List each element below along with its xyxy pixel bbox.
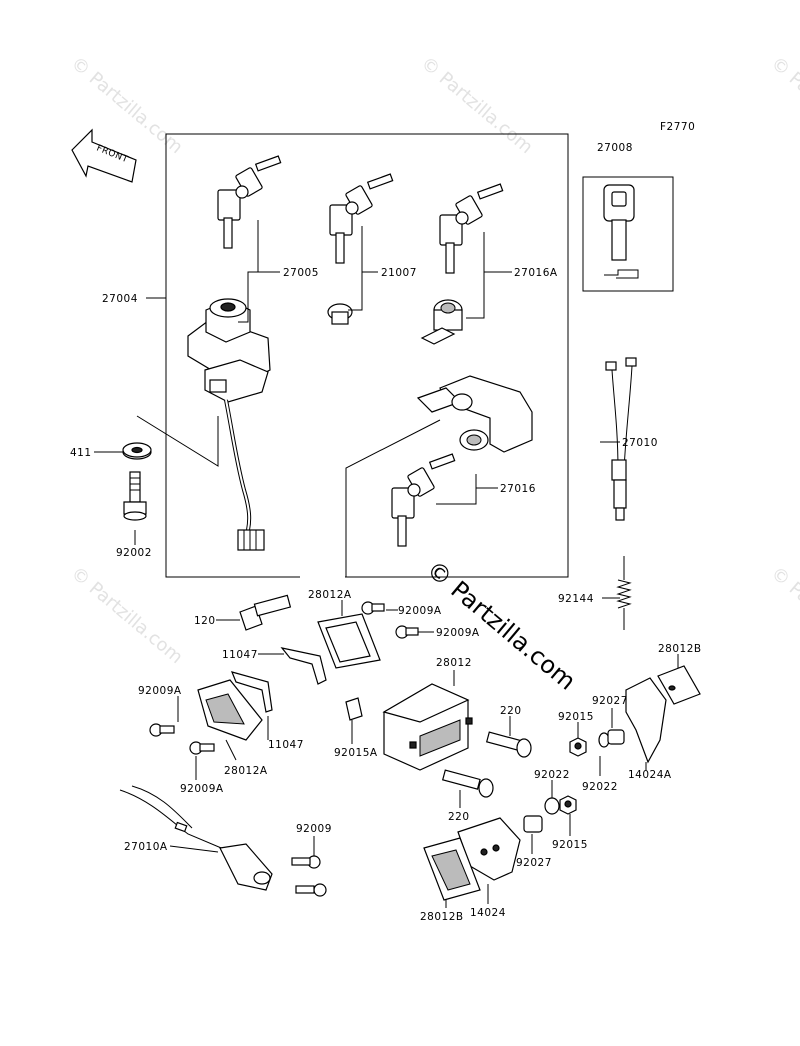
part-label: 27004 (102, 293, 138, 305)
screw-92009A (189, 741, 215, 755)
screw-92009A (395, 625, 419, 639)
front-arrow-icon: FRONT (71, 128, 137, 183)
screw-92009A (149, 723, 175, 737)
watermark-center: © Partzilla.com (421, 555, 581, 695)
part-label: 28012B (658, 643, 702, 655)
part-label: 27010 (622, 437, 658, 449)
part-label: 120 (194, 615, 216, 627)
part-label: 92027 (516, 857, 552, 869)
nut-92015 (569, 737, 587, 757)
nut-92015 (559, 795, 577, 815)
collar-92027 (607, 729, 625, 745)
bolt-120 (239, 594, 292, 631)
collar-92027 (523, 815, 543, 833)
watermarks: © Partzilla.com © Partzilla.com © Partzi… (67, 53, 800, 696)
bolt-220 (441, 769, 494, 798)
part-label: 27016 (500, 483, 536, 495)
washer-411 (122, 442, 152, 460)
part-label: 220 (500, 705, 522, 717)
washer-92022 (544, 797, 560, 815)
part-label: 92022 (534, 769, 570, 781)
part-label: 92009 (296, 823, 332, 835)
part-label: 92027 (592, 695, 628, 707)
key-set-27005 (217, 155, 282, 249)
part-label: 92009A (436, 627, 480, 639)
part-label: 27008 (597, 142, 633, 154)
screw-92009 (291, 855, 321, 869)
part-labels: 27008 27005 21007 27016A 27004 27010 411… (70, 142, 702, 923)
ignition-switch (187, 298, 271, 551)
part-label: 14024 (470, 907, 506, 919)
part-label: 28012A (308, 589, 352, 601)
part-label: 92015A (334, 747, 378, 759)
part-label: 27010A (124, 841, 168, 853)
watermark: © Partzilla.com (767, 53, 800, 158)
key-set-21007 (329, 173, 394, 264)
rubber-92015A (345, 697, 363, 721)
screw-92009 (295, 883, 327, 897)
part-label: 11047 (268, 739, 304, 751)
reflector-bracket-14024A (625, 677, 667, 764)
screw-92009A (361, 601, 385, 615)
lock-27016A (420, 299, 463, 345)
watermark: © Partzilla.com (417, 53, 537, 158)
part-label: 92015 (552, 839, 588, 851)
reflector-28012B (423, 837, 481, 901)
lamp-28012A-left (197, 679, 263, 741)
spring-92144 (616, 556, 632, 630)
spare-key-box (582, 176, 674, 292)
watermark: © Partzilla.com (67, 563, 187, 668)
part-label: 11047 (222, 649, 258, 661)
bolt-92002 (123, 471, 147, 521)
leader-lines (94, 220, 679, 908)
part-label: 28012 (436, 657, 472, 669)
part-label: 92009A (180, 783, 224, 795)
seat-lock-27016 (416, 375, 533, 453)
part-label: 220 (448, 811, 470, 823)
part-label: 92022 (582, 781, 618, 793)
gasket-28012A (317, 613, 381, 669)
switch-27010A (119, 785, 273, 891)
spare-key-27008 (603, 184, 639, 279)
figure-code: F2770 (660, 121, 695, 133)
part-label: 92002 (116, 547, 152, 559)
part-label: 92009A (138, 685, 182, 697)
key-set-27016A (439, 183, 504, 274)
reflector-28012B (657, 665, 701, 705)
part-label: 28012B (420, 911, 464, 923)
assembly-box (165, 133, 569, 578)
lock-cylinder-21007 (327, 303, 353, 325)
bolt-220 (485, 731, 532, 758)
lamp-28012 (382, 683, 473, 771)
part-label: 27016A (514, 267, 558, 279)
part-label: 27005 (283, 267, 319, 279)
bracket-11047 (230, 647, 327, 713)
reflector-bracket-14024 (457, 817, 521, 881)
switch-27010 (605, 357, 637, 521)
part-label: 92144 (558, 593, 594, 605)
part-label: 92009A (398, 605, 442, 617)
watermark: © Partzilla.com (767, 563, 800, 668)
key-set-27016 (391, 453, 456, 547)
part-label: 14024A (628, 769, 672, 781)
part-label: 411 (70, 447, 92, 459)
part-label: 21007 (381, 267, 417, 279)
part-label: 92015 (558, 711, 594, 723)
part-label: 28012A (224, 765, 268, 777)
